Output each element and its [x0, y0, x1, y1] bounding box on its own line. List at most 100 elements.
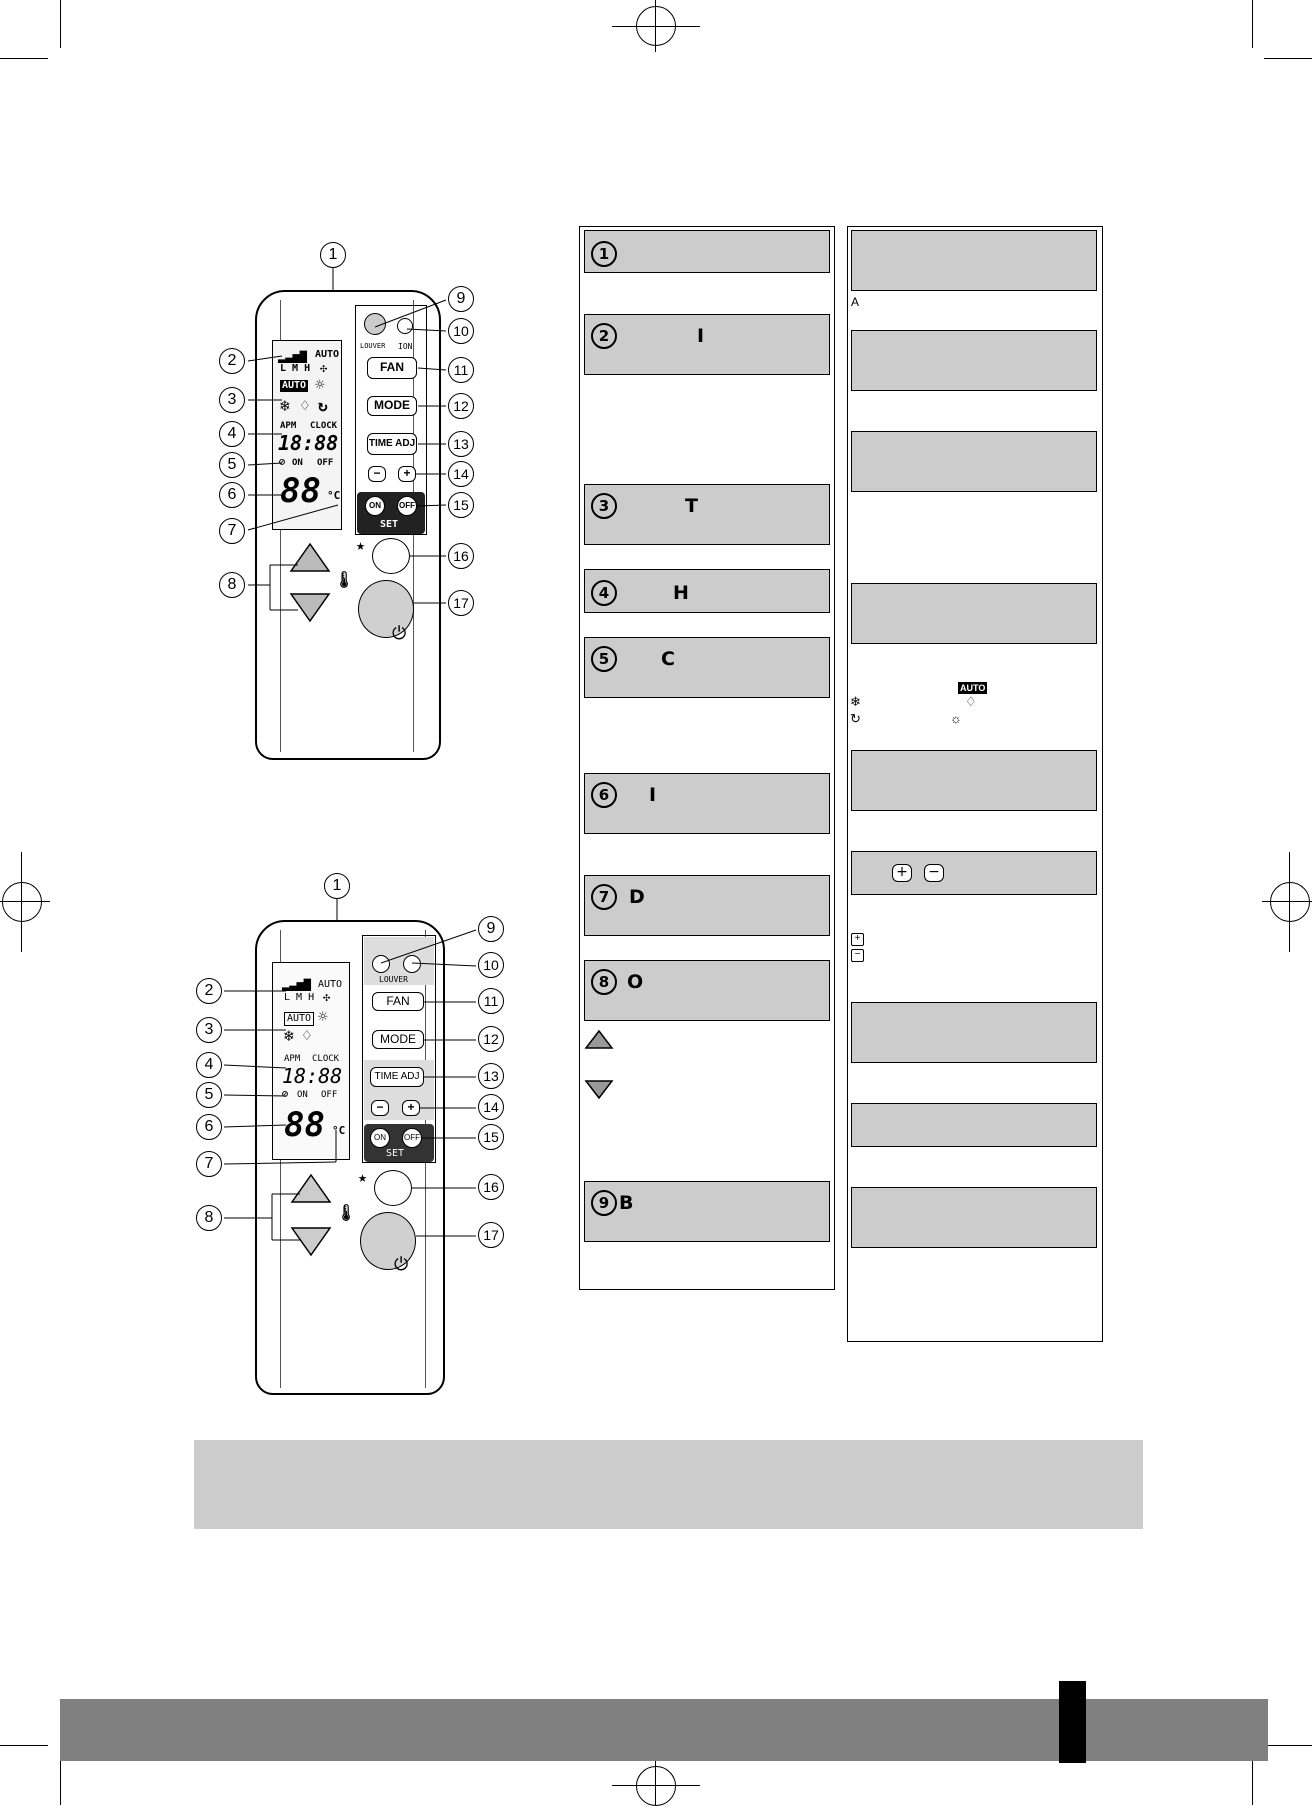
thermometer-icon: 🌡	[334, 570, 355, 589]
drop-icon: ♢	[302, 1026, 312, 1045]
page-tab-marker	[1059, 1681, 1086, 1763]
callout-8: 8	[219, 572, 245, 598]
time-adj-button[interactable]: TIME ADJ	[367, 433, 417, 455]
sleep-icon: ★	[356, 536, 366, 554]
power-button[interactable]	[360, 1212, 416, 1270]
drop-icon: ♢	[300, 396, 310, 415]
timer-icon: ⊘	[279, 457, 286, 468]
timer-on-button[interactable]: ON	[365, 496, 385, 516]
lcd-on: ON	[297, 1090, 308, 1100]
power-button[interactable]	[358, 580, 414, 638]
callout-9: 9	[448, 286, 474, 312]
timer-on-button[interactable]: ON	[370, 1128, 390, 1148]
time-adj-button[interactable]: TIME ADJ	[370, 1067, 424, 1087]
section-number: 2	[591, 323, 617, 349]
timer-icon: ⊘	[282, 1089, 289, 1100]
cycle-icon: ↻	[318, 396, 328, 415]
fan-button[interactable]: FAN	[367, 357, 417, 379]
callout-4: 4	[219, 421, 245, 447]
section-number: 5	[591, 646, 617, 672]
louver-button[interactable]	[372, 955, 390, 973]
callout-6: 6	[196, 1114, 222, 1140]
footer-bar	[60, 1699, 1268, 1761]
section-number: 3	[591, 493, 617, 519]
callout-6: 6	[219, 482, 245, 508]
right-box-8	[851, 1103, 1097, 1147]
callout-13: 13	[448, 431, 474, 457]
sleep-button[interactable]	[372, 538, 410, 574]
fan-speed-bars: ▂▃▅▇	[282, 977, 311, 991]
fan-speed-bars: ▂▃▅▇	[278, 349, 307, 363]
lcd-clock: CLOCK	[312, 1054, 340, 1064]
lcd-lmh: L M H	[280, 363, 311, 374]
section-number: 8	[591, 969, 617, 995]
section-number: 1	[591, 241, 617, 267]
temp-down-button[interactable]	[290, 1226, 332, 1258]
snowflake-icon: ❄	[850, 694, 861, 709]
plus-button-icon: +	[892, 864, 912, 882]
louver-label: LOUVER	[379, 975, 408, 984]
louver-horizontal-button[interactable]	[403, 955, 421, 973]
sun-icon: ☼	[950, 711, 962, 726]
lcd-time: 18:88	[278, 431, 339, 455]
right-box-3	[851, 431, 1097, 492]
callout-5: 5	[196, 1082, 222, 1108]
plus-icon: +	[851, 933, 864, 946]
callout-17: 17	[478, 1222, 504, 1248]
temp-up-button[interactable]	[289, 541, 331, 573]
button-panel	[355, 305, 427, 535]
plus-button[interactable]: +	[398, 466, 416, 482]
callout-12: 12	[478, 1026, 504, 1052]
snowflake-icon: ❄	[284, 1026, 294, 1045]
plus-button[interactable]: +	[402, 1100, 420, 1116]
right-box-9	[851, 1187, 1097, 1248]
callout-7: 7	[196, 1151, 222, 1177]
callout-12: 12	[448, 393, 474, 419]
lcd-auto-mode: AUTO	[280, 380, 309, 392]
callout-2: 2	[219, 348, 245, 374]
lcd-apm: APM	[280, 421, 297, 431]
sleep-icon: ★	[358, 1168, 368, 1186]
temp-up-button[interactable]	[290, 1172, 332, 1204]
sun-icon: ☼	[318, 1007, 328, 1026]
up-arrow-icon	[584, 1028, 614, 1055]
mode-button[interactable]: MODE	[367, 396, 417, 416]
timer-off-button[interactable]: OFF	[402, 1128, 422, 1148]
louver-button[interactable]	[364, 313, 386, 335]
power-icon: ⏻	[392, 623, 407, 644]
sleep-button[interactable]	[374, 1170, 412, 1206]
left-text-column	[579, 226, 835, 1290]
callout-3: 3	[219, 387, 245, 413]
timer-off-button[interactable]: OFF	[397, 496, 417, 516]
fan-button[interactable]: FAN	[372, 992, 424, 1011]
ion-button[interactable]	[397, 318, 413, 334]
lcd-unit: °C	[327, 489, 341, 502]
mode-button[interactable]: MODE	[372, 1030, 424, 1049]
right-box-6: + −	[851, 851, 1097, 895]
lcd-time: 18:88	[282, 1064, 343, 1088]
callout-3: 3	[196, 1017, 222, 1043]
callout-4: 4	[196, 1052, 222, 1078]
lcd-lmh: L M H	[284, 992, 315, 1003]
lcd-on: ON	[292, 458, 303, 468]
minus-button-icon: −	[924, 864, 944, 882]
minus-button[interactable]: −	[371, 1100, 389, 1116]
callout-9: 9	[478, 916, 504, 942]
callout-15: 15	[448, 492, 474, 518]
callout-11: 11	[448, 357, 474, 383]
right-text-column	[847, 226, 1103, 1342]
callout-5: 5	[219, 452, 245, 478]
minus-button[interactable]: −	[368, 466, 386, 482]
right-box-7	[851, 1002, 1097, 1063]
callout-17: 17	[448, 590, 474, 616]
fan-icon: ✣	[320, 361, 328, 375]
lcd-clock: CLOCK	[310, 421, 338, 431]
lcd-temperature: 88	[280, 471, 321, 511]
button-panel	[362, 935, 436, 1163]
temp-down-button[interactable]	[289, 592, 331, 624]
callout-2: 2	[196, 978, 222, 1004]
snowflake-icon: ❄	[280, 396, 290, 415]
